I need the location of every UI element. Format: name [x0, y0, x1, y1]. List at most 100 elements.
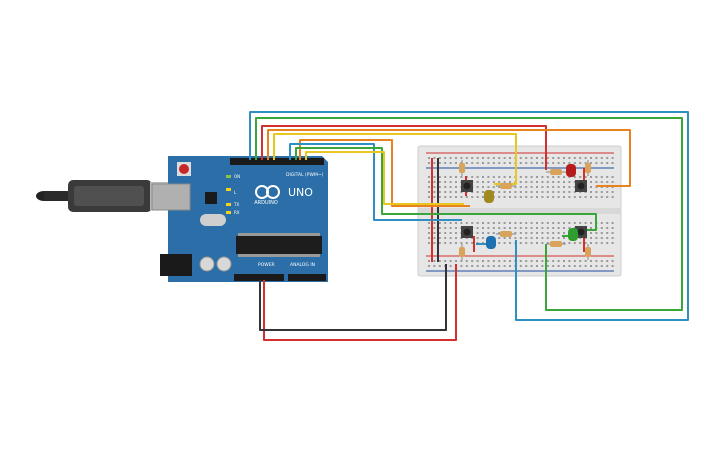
breadboard-hole [444, 242, 447, 244]
breadboard-hole [476, 237, 479, 239]
breadboard-hole [536, 186, 538, 188]
wires [249, 111, 689, 341]
resistor-2[interactable] [496, 183, 516, 189]
breadboard-hole [546, 181, 549, 183]
breadboard-hole [595, 191, 598, 193]
breadboard-hole [525, 191, 528, 193]
breadboard-hole [546, 265, 549, 267]
rx-label: RX [234, 210, 240, 215]
breadboard-hole [525, 222, 528, 224]
breadboard-hole [563, 227, 565, 229]
breadboard-hole [525, 232, 528, 234]
breadboard-hole [503, 222, 506, 224]
breadboard-hole [514, 227, 517, 229]
breadboard-hole [438, 186, 441, 188]
led-red[interactable] [566, 164, 576, 177]
breadboard-hole [530, 242, 533, 244]
resistor-6[interactable] [496, 231, 516, 237]
button-3[interactable] [461, 226, 473, 238]
resistor-5[interactable] [459, 244, 465, 260]
breadboard-hole [611, 237, 614, 239]
breadboard-hole [487, 157, 490, 159]
breadboard-hole [536, 237, 538, 239]
breadboard-hole [487, 232, 490, 234]
breadboard-hole [530, 265, 533, 267]
breadboard-hole [536, 242, 538, 244]
breadboard-hole [563, 222, 565, 224]
breadboard-hole [444, 232, 447, 234]
breadboard-hole [482, 260, 484, 262]
breadboard-hole [492, 176, 495, 178]
resistor-8[interactable] [585, 244, 591, 260]
wire-orange [267, 129, 631, 187]
breadboard-hole [611, 162, 614, 164]
breadboard-hole [579, 260, 582, 262]
breadboard-hole [546, 260, 549, 262]
breadboard-hole [525, 157, 528, 159]
breadboard-hole [568, 191, 571, 193]
breadboard-hole [606, 260, 609, 262]
breadboard-hole [590, 237, 592, 239]
breadboard-hole [514, 237, 517, 239]
breadboard-hole [541, 157, 544, 159]
breadboard-hole [530, 227, 533, 229]
breadboard-hole [503, 227, 506, 229]
breadboard-hole [579, 265, 582, 267]
breadboard-hole [460, 265, 463, 267]
breadboard-hole [573, 176, 576, 178]
breadboard-hole [482, 237, 484, 239]
resistor-3[interactable] [546, 169, 566, 175]
breadboard-hole [498, 237, 501, 239]
breadboard-hole [563, 237, 565, 239]
breadboard-hole [595, 237, 598, 239]
led-tx-indicator [226, 203, 231, 206]
breadboard-hole [519, 186, 522, 188]
led-blue[interactable] [486, 236, 496, 249]
breadboard-hole [514, 222, 517, 224]
resistor-7[interactable] [546, 241, 566, 247]
breadboard[interactable] [417, 145, 622, 277]
breadboard-hole [563, 162, 565, 164]
led-on-indicator [226, 175, 231, 178]
breadboard-hole [460, 157, 463, 159]
breadboard-hole [487, 265, 490, 267]
wire-green-outer [255, 117, 683, 311]
breadboard-hole [487, 186, 490, 188]
breadboard-hole [546, 196, 549, 198]
breadboard-hole [595, 260, 598, 262]
breadboard-hole [611, 196, 614, 198]
led-green[interactable] [568, 228, 578, 241]
breadboard-hole [444, 191, 447, 193]
breadboard-hole [541, 162, 544, 164]
breadboard-hole [438, 222, 441, 224]
breadboard-hole [546, 222, 549, 224]
breadboard-hole [579, 222, 582, 224]
breadboard-hole [568, 242, 571, 244]
breadboard-hole [546, 242, 549, 244]
breadboard-hole [471, 157, 474, 159]
breadboard-hole [530, 181, 533, 183]
breadboard-hole [584, 242, 587, 244]
breadboard-hole [525, 181, 528, 183]
arduino-board[interactable]: ARDUINO UNO DIGITAL (PWM~) POWER ANALOG … [151, 156, 328, 282]
button-1[interactable] [461, 180, 473, 192]
reset-button[interactable] [179, 164, 189, 174]
brand-label: ARDUINO [254, 200, 278, 206]
breadboard-hole [465, 260, 468, 262]
breadboard-hole [514, 186, 517, 188]
led-yellow[interactable] [484, 190, 494, 203]
breadboard-hole [568, 176, 571, 178]
breadboard-hole [541, 191, 544, 193]
breadboard-hole [595, 181, 598, 183]
resistor-1[interactable] [459, 160, 465, 176]
breadboard-hole [498, 265, 501, 267]
breadboard-hole [606, 227, 609, 229]
breadboard-hole [509, 260, 511, 262]
breadboard-hole [509, 191, 511, 193]
button-2[interactable] [575, 180, 587, 192]
breadboard-hole [438, 191, 441, 193]
breadboard-hole [606, 222, 609, 224]
breadboard-hole [428, 191, 430, 193]
resistor-4[interactable] [585, 160, 591, 176]
breadboard-hole [492, 265, 495, 267]
